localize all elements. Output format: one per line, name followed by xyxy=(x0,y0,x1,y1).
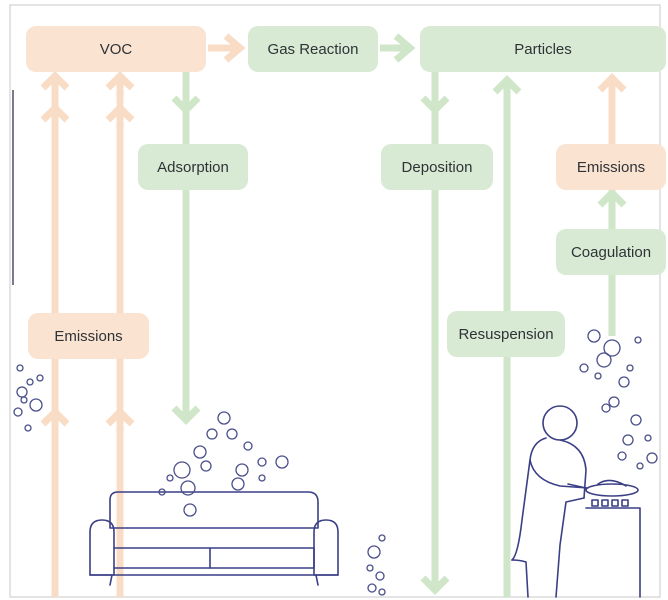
node-emissions-right: Emissions xyxy=(556,144,666,190)
arrow-head-up xyxy=(105,103,135,123)
bubble xyxy=(579,363,589,373)
bubble xyxy=(378,588,386,596)
bubble xyxy=(617,451,627,461)
arrow-head-up xyxy=(492,75,522,95)
bubble xyxy=(608,396,620,408)
bubble xyxy=(275,455,289,469)
bubble xyxy=(603,339,621,357)
node-gas-reaction-label: Gas Reaction xyxy=(267,40,359,58)
bubble xyxy=(601,403,611,413)
bubble xyxy=(258,474,266,482)
bubble xyxy=(235,463,249,477)
node-gas-reaction: Gas Reaction xyxy=(248,26,378,72)
bubble xyxy=(375,571,385,581)
bubble xyxy=(594,372,602,380)
node-coagulation-label: Coagulation xyxy=(570,243,652,261)
sofa-icon xyxy=(89,491,339,586)
bubble xyxy=(206,428,218,440)
bubbles-icon xyxy=(13,329,658,596)
node-emissions-right-label: Emissions xyxy=(576,158,646,176)
bubble xyxy=(26,378,34,386)
bubble xyxy=(200,460,212,472)
bubble xyxy=(13,407,23,417)
bubble xyxy=(24,424,32,432)
node-emissions-left-label: Emissions xyxy=(54,327,123,345)
node-particles: Particles xyxy=(420,26,666,72)
node-adsorption: Adsorption xyxy=(138,144,248,190)
arrow-head-up xyxy=(105,407,135,427)
bubble xyxy=(16,386,28,398)
node-deposition-label: Deposition xyxy=(401,158,473,176)
bubble xyxy=(173,461,191,479)
arrow-head-up xyxy=(40,71,70,91)
bubble xyxy=(646,452,658,464)
bubble xyxy=(257,457,267,467)
bubble xyxy=(626,364,634,372)
node-resuspension: Resuspension xyxy=(447,311,565,357)
arrow-head-down xyxy=(171,95,201,115)
bubble xyxy=(587,329,601,343)
arrow-head-right xyxy=(393,33,416,63)
arrow-head-down xyxy=(420,95,450,115)
arrow-head-up xyxy=(597,188,627,208)
bubble xyxy=(618,376,630,388)
bubble xyxy=(20,396,28,404)
node-voc: VOC xyxy=(26,26,206,72)
bubble xyxy=(183,503,197,517)
bubble xyxy=(36,374,44,382)
node-coagulation: Coagulation xyxy=(556,229,666,275)
person-cooking-icon xyxy=(511,405,641,598)
bubble xyxy=(644,434,652,442)
arrow-head-down xyxy=(171,405,201,425)
arrow-head-up xyxy=(40,407,70,427)
bubble xyxy=(596,352,612,368)
node-resuspension-label: Resuspension xyxy=(458,325,554,343)
frame-border xyxy=(9,4,661,598)
bubble xyxy=(16,364,24,372)
bubble xyxy=(231,477,245,491)
node-particles-label: Particles xyxy=(514,40,572,58)
arrow-head-down xyxy=(420,575,450,595)
arrow-head-up xyxy=(597,73,627,93)
arrow-head-up xyxy=(40,103,70,123)
bubble xyxy=(29,398,43,412)
bubble xyxy=(636,462,644,470)
bubble xyxy=(226,428,238,440)
bubble xyxy=(622,434,634,446)
bubble xyxy=(158,488,166,496)
bubble xyxy=(180,480,196,496)
node-voc-label: VOC xyxy=(99,40,133,58)
node-deposition: Deposition xyxy=(381,144,493,190)
bubble xyxy=(217,411,231,425)
arrow-head-right xyxy=(223,33,246,63)
node-emissions-left: Emissions xyxy=(28,313,149,359)
bubble xyxy=(193,445,207,459)
arrow-head-up xyxy=(105,71,135,91)
bubble xyxy=(378,534,386,542)
bubble xyxy=(630,414,642,426)
bubble xyxy=(367,545,381,559)
node-adsorption-label: Adsorption xyxy=(157,158,229,176)
bubble xyxy=(367,583,377,593)
bubble xyxy=(634,336,642,344)
bubble xyxy=(243,441,253,451)
bubble xyxy=(366,564,374,572)
bubble xyxy=(166,474,174,482)
